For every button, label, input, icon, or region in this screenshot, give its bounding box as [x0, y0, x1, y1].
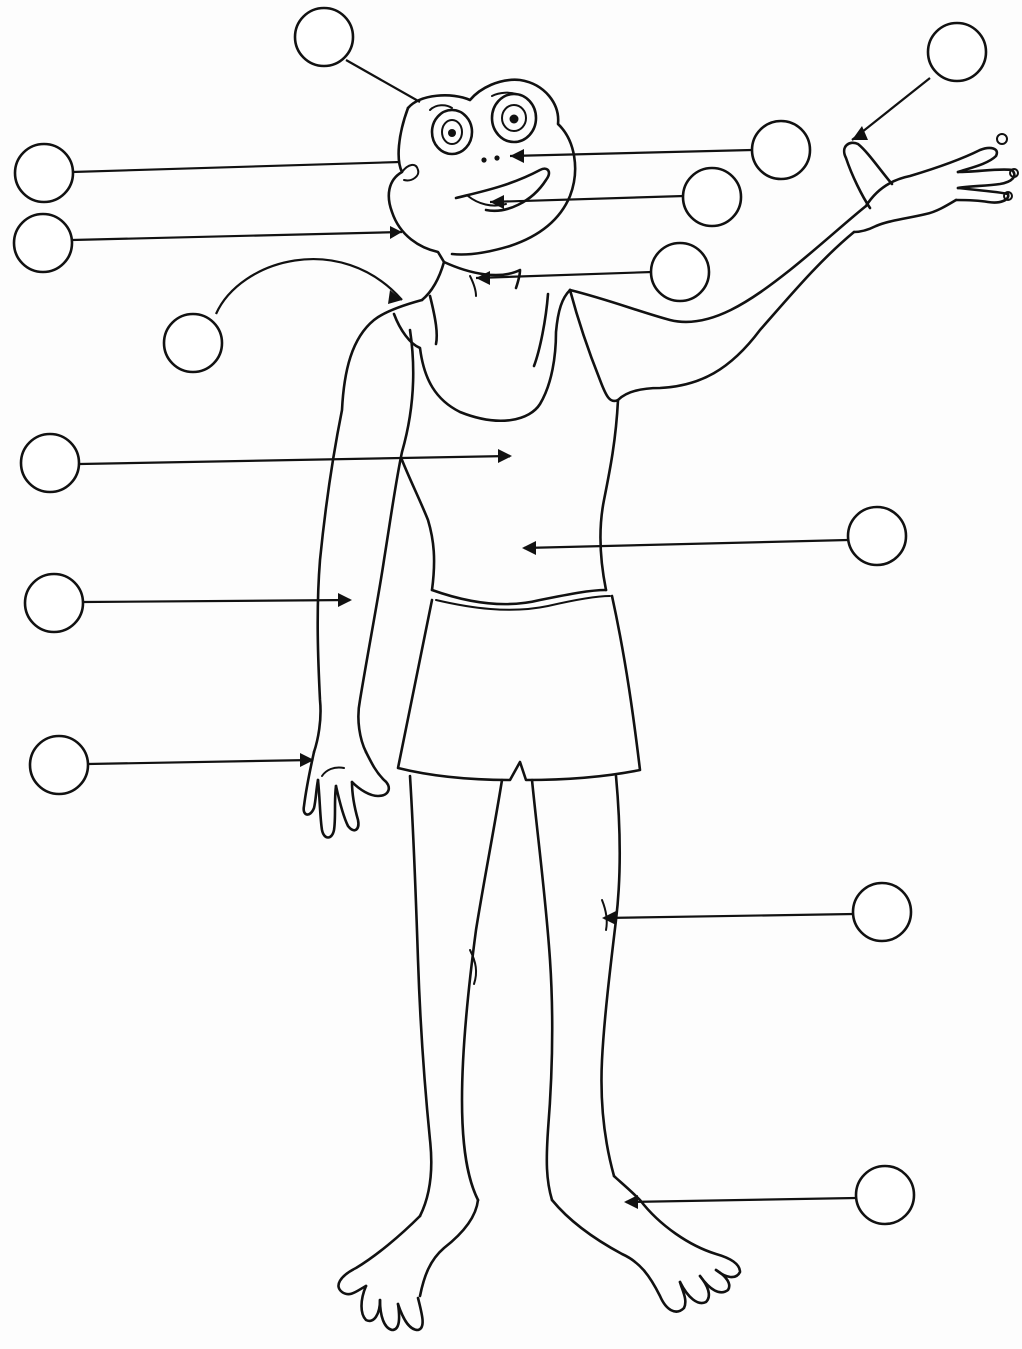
- leader-12: [88, 760, 312, 764]
- label-arrowheads: [300, 126, 868, 1209]
- leader-4: [510, 150, 752, 156]
- answer-bubble-3[interactable]: [15, 144, 73, 202]
- answer-bubble-14[interactable]: [856, 1166, 914, 1224]
- answer-bubble-11[interactable]: [25, 574, 83, 632]
- answer-bubble-2[interactable]: [928, 23, 986, 81]
- frog-head: [389, 80, 575, 300]
- leader-5: [490, 196, 684, 202]
- answer-bubble-6[interactable]: [14, 214, 72, 272]
- leader-14: [626, 1198, 856, 1202]
- answer-bubble-5[interactable]: [683, 168, 741, 226]
- leader-6: [72, 232, 402, 240]
- label-leaders: [72, 60, 930, 1202]
- answer-bubble-10[interactable]: [848, 507, 906, 565]
- answer-bubble-12[interactable]: [30, 736, 88, 794]
- frog-lower-hand: [304, 752, 389, 838]
- answer-bubble-7[interactable]: [651, 243, 709, 301]
- frog-neck-and-torso: [314, 262, 618, 752]
- answer-bubble-9[interactable]: [21, 434, 79, 492]
- leader-9: [80, 456, 510, 464]
- leader-10: [524, 540, 848, 548]
- answer-bubble-4[interactable]: [752, 121, 810, 179]
- leader-1: [346, 60, 420, 102]
- answer-bubbles: [14, 8, 986, 1224]
- leader-3: [72, 162, 400, 172]
- leader-11: [84, 600, 350, 602]
- answer-bubble-8[interactable]: [164, 314, 222, 372]
- frog-legs: [338, 776, 740, 1330]
- leader-8: [216, 259, 402, 314]
- leader-13: [604, 914, 854, 918]
- answer-bubble-1[interactable]: [295, 8, 353, 66]
- frog-shorts: [398, 596, 640, 780]
- answer-bubble-13[interactable]: [853, 883, 911, 941]
